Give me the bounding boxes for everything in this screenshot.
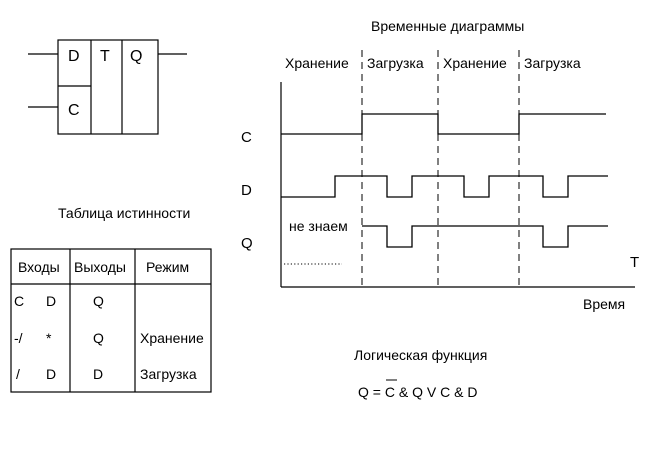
t-label: T [630,254,639,271]
phase-label: Загрузка [524,55,581,71]
truth-table-cell: -/ [14,330,23,346]
signal-label-d: D [241,182,252,199]
truth-table-cell: D [46,366,56,382]
time-axes [280,82,635,288]
truth-table-cell: Загрузка [140,366,197,382]
truth-table-grid [10,248,212,393]
logic-expr-c-bar: C [385,384,395,400]
output-q-label: Q [130,48,142,65]
waveform-q [362,225,608,248]
pin-c-label: C [68,102,80,119]
logic-expression: Q = C & Q V C & D [358,384,477,400]
phase-boundaries [361,50,520,287]
flip-flop-body [57,39,159,135]
signal-label-c: C [241,129,252,146]
truth-table-cell: Хранение [140,330,204,346]
truth-table-cell: D [46,293,56,309]
phase-label: Хранение [285,55,349,71]
pin-d-label: D [68,48,80,65]
logic-expr-prefix: Q = [358,384,385,400]
truth-table-cell: C [14,293,24,309]
phase-label: Загрузка [367,55,424,71]
waveforms [281,113,608,265]
truth-table-header-mode: Режим [146,259,189,275]
flip-flop-type-label: T [100,48,110,65]
truth-table-cell: Q [93,293,104,309]
timing-title: Временные диаграммы [371,18,524,34]
q-unknown-label: не знаем [289,218,348,234]
truth-table-cell: * [46,330,52,346]
truth-table-border [10,248,212,393]
waveform-d [281,175,608,198]
truth-table-cell: / [16,366,20,382]
truth-table-title: Таблица истинности [58,205,190,221]
time-axis-label: Время [583,296,625,312]
logic-expr-suffix: & Q V C & D [395,384,477,400]
flip-flop-symbol [28,39,187,135]
truth-table-header-outputs: Выходы [74,259,126,275]
truth-table-header-inputs: Входы [18,259,60,275]
waveform-c [281,113,606,135]
logic-title: Логическая функция [354,347,487,363]
signal-label-q: Q [241,235,253,252]
truth-table-cell: D [93,366,103,382]
truth-table-cell: Q [93,330,104,346]
phase-label: Хранение [443,55,507,71]
